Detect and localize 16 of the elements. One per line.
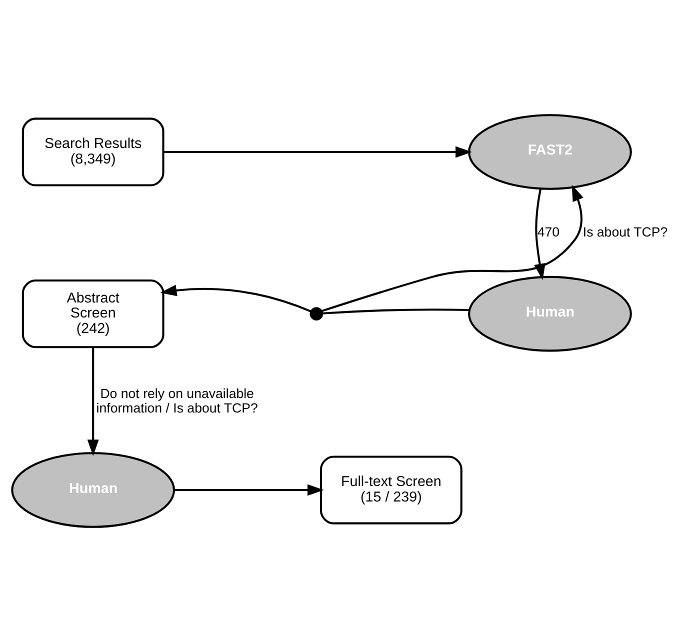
connector [322, 308, 470, 314]
node-ellipse: FAST2 [468, 114, 632, 190]
node-ellipse: Human [11, 452, 176, 528]
edge-label: Do not rely on unavailable information / Is about TCP? [96, 386, 258, 416]
arrow [87, 347, 99, 456]
arrow [321, 184, 584, 312]
arrow [174, 484, 324, 496]
node-box: Search Results (8,349) [22, 118, 164, 186]
node-box: Full-text Screen (15 / 239) [320, 456, 462, 524]
node-box: Abstract Screen (242) [22, 280, 164, 348]
arrow [164, 146, 472, 158]
arrow [160, 284, 312, 312]
edge-label: 470 [537, 224, 560, 240]
node-ellipse: Human [468, 276, 632, 352]
node-circle [310, 307, 324, 320]
edge-label: Is about TCP? [582, 224, 668, 240]
